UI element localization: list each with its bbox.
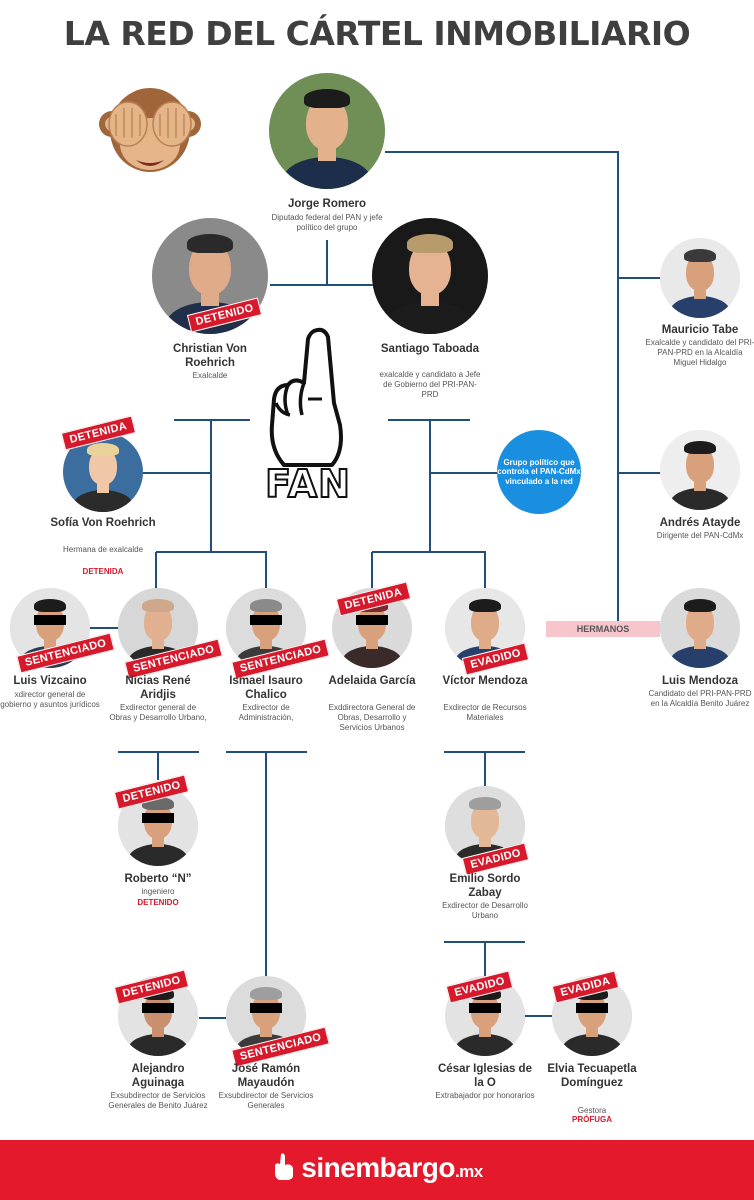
fan-hand-icon	[269, 327, 343, 467]
footer-bar: sinembargo.mx	[0, 1140, 754, 1200]
person-status-elvia: PRÓFUGA	[572, 1115, 612, 1124]
person-desc-mauricio: Exalcalde y candidato del PRI-PAN-PRD en…	[645, 338, 754, 367]
person-desc-sofia: Hermana de exalcalde	[62, 545, 144, 554]
person-name-luis_mendoza: Luis Mendoza	[661, 675, 739, 687]
group-bubble: Grupo político que controla el PAN-CdMx …	[497, 430, 581, 514]
person-photo-sofia	[63, 432, 143, 512]
person-photo-mauricio	[660, 238, 740, 318]
page-title: LA RED DEL CÁRTEL INMOBILIARIO	[63, 14, 691, 53]
person-name-jose: José Ramón Mayaudón	[231, 1063, 301, 1089]
person-name-sofia: Sofía Von Roehrich	[50, 517, 156, 529]
person-name-alejandro: Alejandro Aguinaga	[131, 1063, 185, 1089]
person-name-ismael: Ismael Isauro Chalico	[229, 675, 303, 701]
person-desc-jorge: Diputado federal del PAN y jefe político…	[271, 213, 383, 232]
person-desc-luis_mendoza: Candidato del PRI-PAN-PRD en la Alcaldía…	[648, 689, 752, 708]
person-name-roberto: Roberto “N”	[124, 873, 192, 885]
person-desc-jose: Exsubdirector de Servicios Generales	[218, 1091, 314, 1110]
brand-logo: sinembargo.mx	[0, 1151, 754, 1184]
brand-tld: .mx	[454, 1162, 483, 1181]
person-desc-adelaida: Exddirectora General de Obras, Desarroll…	[328, 703, 416, 732]
person-desc-santiago: exalcalde y candidato a Jefe de Gobierno…	[379, 370, 481, 399]
person-photo-santiago	[372, 218, 488, 334]
person-name-jorge: Jorge Romero	[288, 198, 366, 210]
person-name-elvia: Elvia Tecuapetla Domínguez	[547, 1063, 637, 1089]
person-name-vizcaino: Luis Vizcaino	[13, 675, 87, 687]
person-desc-emilio: Exdirector de Desarrollo Urbano	[442, 901, 528, 920]
person-name-santiago: Santiago Taboada	[380, 343, 480, 355]
person-name-christian: Christian Von Roehrich	[173, 343, 247, 369]
person-desc-roberto: ingeniero	[141, 887, 175, 896]
brand-hand-icon	[275, 1153, 294, 1180]
person-desc-nicias: Exdirector general de Obras y Desarrollo…	[109, 703, 207, 722]
see-no-evil-monkey-icon	[99, 88, 201, 172]
person-name-cesar: César Iglesias de la O	[438, 1063, 532, 1089]
person-photo-jorge	[269, 73, 385, 189]
person-photo-luis_mendoza	[660, 588, 740, 668]
person-status-roberto: DETENIDO	[137, 898, 179, 907]
person-name-adelaida: Adelaida García	[328, 675, 416, 687]
brand-name: sinembargo	[301, 1152, 455, 1183]
person-desc-ismael: Exdirector de Administración,	[238, 703, 294, 722]
person-name-victor: Víctor Mendoza	[442, 675, 528, 687]
person-desc-alejandro: Exsubdirector de Servicios Generales de …	[108, 1091, 208, 1110]
person-desc-cesar: Extrabajador por honorarios	[435, 1091, 535, 1100]
person-desc-victor: Exdirector de Recursos Materiales	[443, 703, 527, 722]
person-desc-andres: Dirigente del PAN-CdMx	[656, 531, 744, 540]
hermanos-label: HERMANOS	[546, 621, 660, 637]
person-status-sofia: DETENIDA	[82, 567, 124, 576]
fan-label: FAN	[264, 461, 351, 507]
person-desc-elvia: Gestora	[577, 1106, 607, 1115]
person-desc-christian: Exalcalde	[192, 371, 228, 380]
person-name-nicias: Nicias René Aridjis	[125, 675, 191, 701]
person-photo-andres	[660, 430, 740, 510]
group-bubble-text: Grupo político que controla el PAN-CdMx …	[497, 457, 581, 486]
person-name-andres: Andrés Atayde	[659, 517, 741, 529]
person-name-emilio: Emilio Sordo Zabay	[449, 873, 521, 899]
person-name-mauricio: Mauricio Tabe	[661, 324, 739, 336]
person-desc-vizcaino: xdirector general de gobierno y asuntos …	[0, 690, 100, 709]
